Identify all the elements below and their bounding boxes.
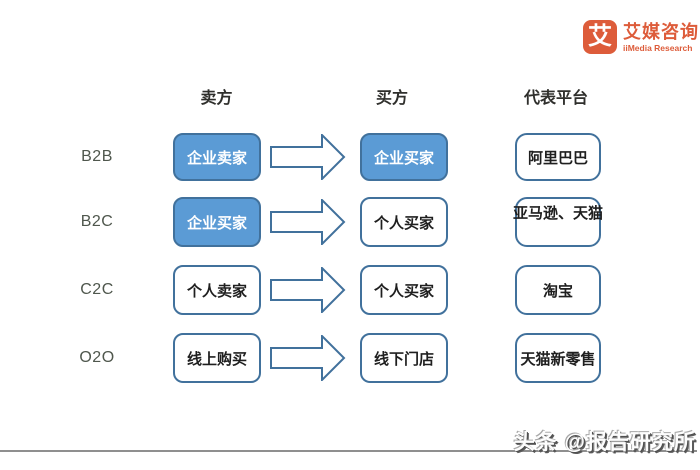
buyer-box-b2b: 企业买家 — [360, 133, 448, 181]
platform-box-c2c-text: 淘宝 — [542, 282, 573, 300]
right-arrow-icon — [270, 335, 346, 381]
seller-box-o2o-text: 线上购买 — [186, 350, 247, 368]
footer-divider-line — [0, 450, 697, 452]
buyer-box-c2c-text: 个人买家 — [373, 282, 434, 300]
diagram-row-o2o: O2O 线上购买 线下门店 天猫新零售 — [0, 333, 700, 383]
imedia-logo: 艾 艾媒咨询 iiMedia Research — [583, 20, 699, 54]
buyer-box-b2b-text: 企业买家 — [373, 149, 434, 167]
platform-box-o2o: 天猫新零售 — [515, 333, 601, 383]
platform-box-c2c: 淘宝 — [515, 265, 601, 315]
platform-box-b2b-text: 阿里巴巴 — [527, 149, 588, 167]
seller-box-b2b: 企业卖家 — [173, 133, 261, 181]
buyer-box-o2o: 线下门店 — [360, 333, 448, 383]
platform-box-b2c-text: 亚马逊、天猫 — [513, 205, 604, 222]
seller-box-c2c: 个人卖家 — [173, 265, 261, 315]
buyer-box-b2c: 个人买家 — [360, 197, 448, 247]
buyer-box-o2o-text: 线下门店 — [373, 350, 434, 368]
right-arrow-icon — [270, 199, 346, 245]
imedia-logo-icon: 艾 — [583, 20, 617, 54]
diagram-row-c2c: C2C 个人卖家 个人买家 淘宝 — [0, 265, 700, 315]
row-label-b2b: B2B — [81, 148, 113, 165]
column-header-platform: 代表平台 — [523, 90, 588, 107]
column-header-seller: 卖方 — [200, 90, 233, 107]
right-arrow-icon — [270, 134, 346, 180]
platform-box-b2c: 亚马逊、天猫 — [513, 197, 604, 247]
watermark-text: 头条 @报告研究所 — [513, 431, 696, 454]
seller-box-b2b-text: 企业卖家 — [186, 149, 247, 167]
row-label-c2c: C2C — [80, 281, 114, 298]
right-arrow-icon — [270, 267, 346, 313]
seller-box-b2c-text: 企业买家 — [186, 214, 247, 232]
diagram-row-b2b: B2B 企业卖家 企业买家 阿里巴巴 — [0, 133, 700, 181]
buyer-box-b2c-text: 个人买家 — [373, 214, 434, 232]
seller-box-c2c-text: 个人卖家 — [186, 282, 247, 300]
logo-brand-subtitle: iiMedia Research — [623, 43, 693, 53]
row-label-o2o: O2O — [79, 349, 115, 366]
platform-box-o2o-text: 天猫新零售 — [520, 350, 596, 368]
logo-icon-glyph: 艾 — [588, 23, 612, 50]
diagram-row-b2c: B2C 企业买家 个人买家 亚马逊、天猫 — [0, 197, 700, 247]
row-label-b2c: B2C — [80, 213, 114, 230]
column-header-buyer: 买方 — [375, 90, 408, 107]
logo-brand-name: 艾媒咨询 — [623, 22, 699, 42]
seller-box-o2o: 线上购买 — [173, 333, 261, 383]
platform-box-b2b: 阿里巴巴 — [515, 133, 601, 181]
buyer-box-c2c: 个人买家 — [360, 265, 448, 315]
logo-text-block: 艾媒咨询 iiMedia Research — [623, 20, 699, 53]
seller-box-b2c: 企业买家 — [173, 197, 261, 247]
